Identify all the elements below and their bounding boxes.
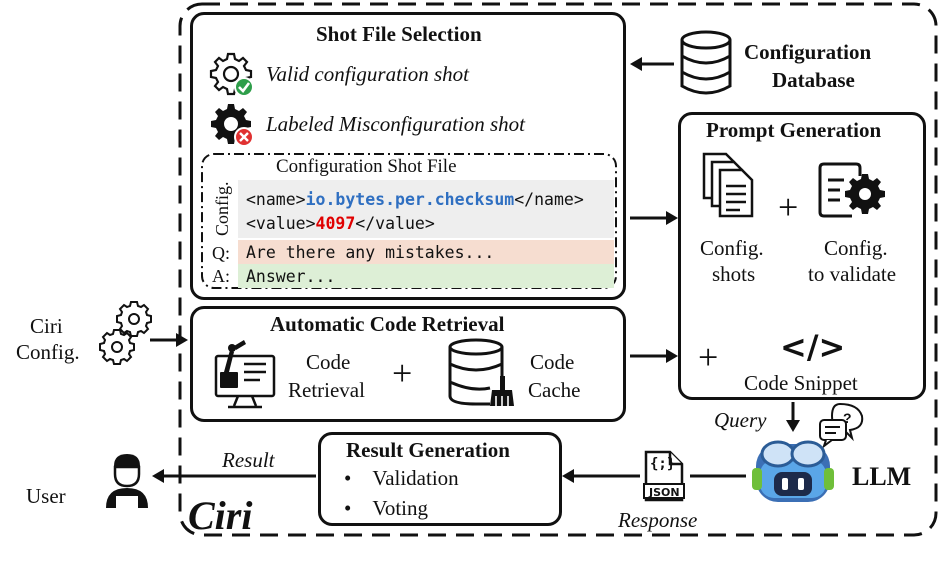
ciri-label: Ciri xyxy=(188,493,253,538)
shot-file-frame xyxy=(201,153,617,289)
query-arrow xyxy=(786,402,800,432)
config-code-block xyxy=(238,180,614,238)
config-db-line2: Database xyxy=(772,68,855,92)
prompt-generation-box xyxy=(678,112,926,400)
valid-gear-icon xyxy=(209,52,254,97)
value-value: 4097 xyxy=(315,214,356,233)
retrieval-plus-sign: + xyxy=(392,353,413,393)
bullet-validation-text: Validation xyxy=(372,466,459,490)
prompt-plus-sign: + xyxy=(778,187,799,227)
retrieval-to-prompt-arrow xyxy=(630,349,678,363)
ciri-config-arrow xyxy=(150,333,188,347)
config-shots-line1: Config. xyxy=(700,236,764,260)
config-value-line: <value>4097</value> xyxy=(246,214,435,233)
name-value: io.bytes.per.checksum xyxy=(305,190,515,209)
llm-to-result-arrow xyxy=(562,469,746,483)
config-validate-line2: to validate xyxy=(808,262,897,286)
config-label: Config. xyxy=(212,181,232,236)
snippet-plus-sign: + xyxy=(698,337,719,377)
result-label: Result xyxy=(222,448,275,472)
selection-to-prompt-arrow xyxy=(630,211,678,225)
code-snippet-icon: </> xyxy=(780,328,846,366)
valid-shot-label: Valid configuration shot xyxy=(266,62,470,86)
config-validate-line1: Config. xyxy=(824,236,888,260)
code-cache-icon xyxy=(448,338,514,406)
bullet-voting-text: Voting xyxy=(372,496,428,520)
config-db-line1: Configuration xyxy=(744,40,872,64)
documents-icon xyxy=(702,152,754,218)
result-to-user-arrow xyxy=(152,469,316,483)
result-generation-box xyxy=(318,432,562,526)
code-cache-line1: Code xyxy=(530,350,575,374)
shot-file-selection-title: Shot File Selection xyxy=(316,22,482,46)
answer-row xyxy=(238,264,614,288)
code-retrieval-line1: Code xyxy=(306,350,351,374)
config-file-gear-icon xyxy=(818,162,885,218)
shot-file-title: Configuration Shot File xyxy=(276,156,457,177)
config-shots-line2: shots xyxy=(712,262,756,286)
query-label: Query xyxy=(714,408,767,432)
code-retrieval-title: Automatic Code Retrieval xyxy=(270,312,505,336)
misconfig-shot-label: Labeled Misconfiguration shot xyxy=(266,112,525,136)
llm-label: LLM xyxy=(852,462,912,491)
value-close-tag: </value> xyxy=(355,214,435,233)
json-symbol: {;} xyxy=(650,456,676,472)
name-close-tag: </name> xyxy=(514,190,584,209)
ciri-config-line1: Ciri xyxy=(30,314,63,338)
name-open-tag: <name> xyxy=(246,190,306,209)
question-text: Are there any mistakes... xyxy=(246,243,495,262)
database-icon xyxy=(680,30,732,95)
q-label: Q: xyxy=(212,243,230,263)
chat-bubble-icon: ? xyxy=(819,402,864,449)
code-retrieval-line2: Retrieval xyxy=(288,378,365,402)
robot-arm-monitor-icon xyxy=(214,340,276,409)
json-file-icon xyxy=(643,450,685,502)
db-to-selection-arrow xyxy=(630,57,674,71)
ciri-config-gears-icon xyxy=(99,301,152,365)
user-label: User xyxy=(26,484,66,508)
json-text: JSON xyxy=(649,486,680,499)
a-label: A: xyxy=(212,266,230,286)
svg-text:?: ? xyxy=(843,410,852,426)
prompt-generation-title: Prompt Generation xyxy=(706,118,882,142)
bullet-validation: • Validation xyxy=(344,466,459,490)
response-label: Response xyxy=(618,508,698,532)
ciri-config-line2: Config. xyxy=(16,340,80,364)
code-cache-line2: Cache xyxy=(528,378,581,402)
check-badge xyxy=(234,77,254,97)
answer-text: Answer... xyxy=(246,267,336,286)
misconfig-gear-icon xyxy=(211,104,254,147)
user-icon xyxy=(106,454,148,508)
value-open-tag: <value> xyxy=(246,214,316,233)
config-name-line: <name>io.bytes.per.checksum</name> xyxy=(246,190,584,209)
result-generation-title: Result Generation xyxy=(346,438,510,462)
bullet-voting: • Voting xyxy=(344,496,428,520)
code-snippet-label: Code Snippet xyxy=(744,371,858,395)
question-row xyxy=(238,240,614,264)
llm-robot-icon xyxy=(752,440,834,502)
